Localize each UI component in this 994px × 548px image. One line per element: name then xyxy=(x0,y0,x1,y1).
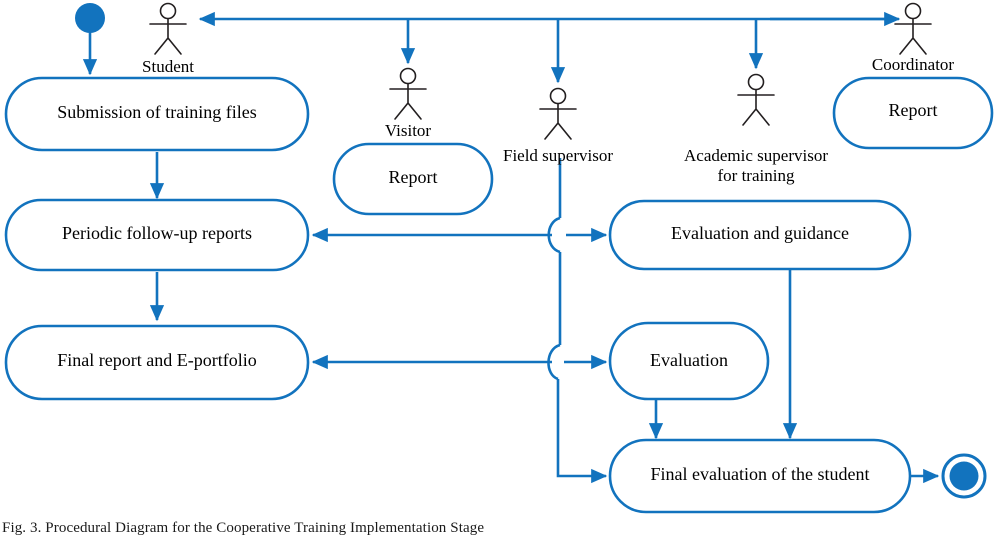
label-final-evaluation: Final evaluation of the student xyxy=(651,464,870,484)
actor-label-visitor: Visitor xyxy=(385,121,432,140)
actor-body-icon xyxy=(894,18,932,55)
activity-labels: Submission of training files Periodic fo… xyxy=(57,100,937,484)
label-coordinator-report: Report xyxy=(889,100,938,120)
actor-head-icon xyxy=(904,2,922,20)
node-final-evaluation[interactable] xyxy=(608,438,912,514)
actor-body-icon xyxy=(539,103,577,140)
node-evaluation[interactable] xyxy=(608,321,770,401)
actor-head-icon xyxy=(549,87,567,105)
initial-node[interactable] xyxy=(75,3,105,33)
control-nodes xyxy=(75,3,987,499)
actor-field-supervisor[interactable]: Field supervisor xyxy=(503,87,613,166)
edge-field-supervisor-spine xyxy=(556,158,606,476)
actor-label-academic-supervisor: Academic supervisor xyxy=(684,146,828,165)
actor-label-coordinator: Coordinator xyxy=(872,55,954,74)
final-node-core xyxy=(949,461,979,491)
actor-head-icon xyxy=(399,67,417,85)
node-evaluation-guidance[interactable] xyxy=(608,199,912,271)
label-evaluation: Evaluation xyxy=(650,350,728,370)
hop-arc-final-report-row xyxy=(547,343,561,381)
actor-student[interactable]: Student xyxy=(142,2,194,77)
activity-nodes xyxy=(4,76,994,514)
flow-edges: Evaluation and guidance --> Evaluation -… xyxy=(82,11,940,476)
actor-label-academic-supervisor-line2: for training xyxy=(718,166,795,185)
node-final-report[interactable] xyxy=(4,324,310,401)
actor-body-icon xyxy=(149,18,187,55)
label-evaluation-guidance: Evaluation and guidance xyxy=(671,223,849,243)
actor-coordinator[interactable]: Coordinator xyxy=(872,2,954,75)
node-coordinator-report[interactable] xyxy=(832,76,994,150)
label-submission: Submission of training files xyxy=(57,102,257,122)
label-final-report: Final report and E-portfolio xyxy=(57,350,256,370)
figure-caption: Fig. 3. Procedural Diagram for the Coope… xyxy=(2,520,485,536)
label-visitor-report: Report xyxy=(389,167,438,187)
actor-head-icon xyxy=(747,73,765,91)
actor-visitor[interactable]: Visitor xyxy=(385,67,432,141)
node-submission[interactable] xyxy=(4,76,310,152)
actor-label-student: Student xyxy=(142,57,194,76)
actor-body-icon xyxy=(389,83,427,120)
actor-head-icon xyxy=(159,2,177,20)
actor-label-field-supervisor: Field supervisor xyxy=(503,146,613,165)
actor-academic-supervisor[interactable]: Academic supervisor for training xyxy=(684,73,828,186)
label-periodic: Periodic follow-up reports xyxy=(62,223,252,243)
node-visitor-report[interactable] xyxy=(332,142,494,216)
actor-body-icon xyxy=(737,89,775,126)
hop-arc-periodic-row xyxy=(547,216,561,254)
node-periodic[interactable] xyxy=(4,198,310,272)
